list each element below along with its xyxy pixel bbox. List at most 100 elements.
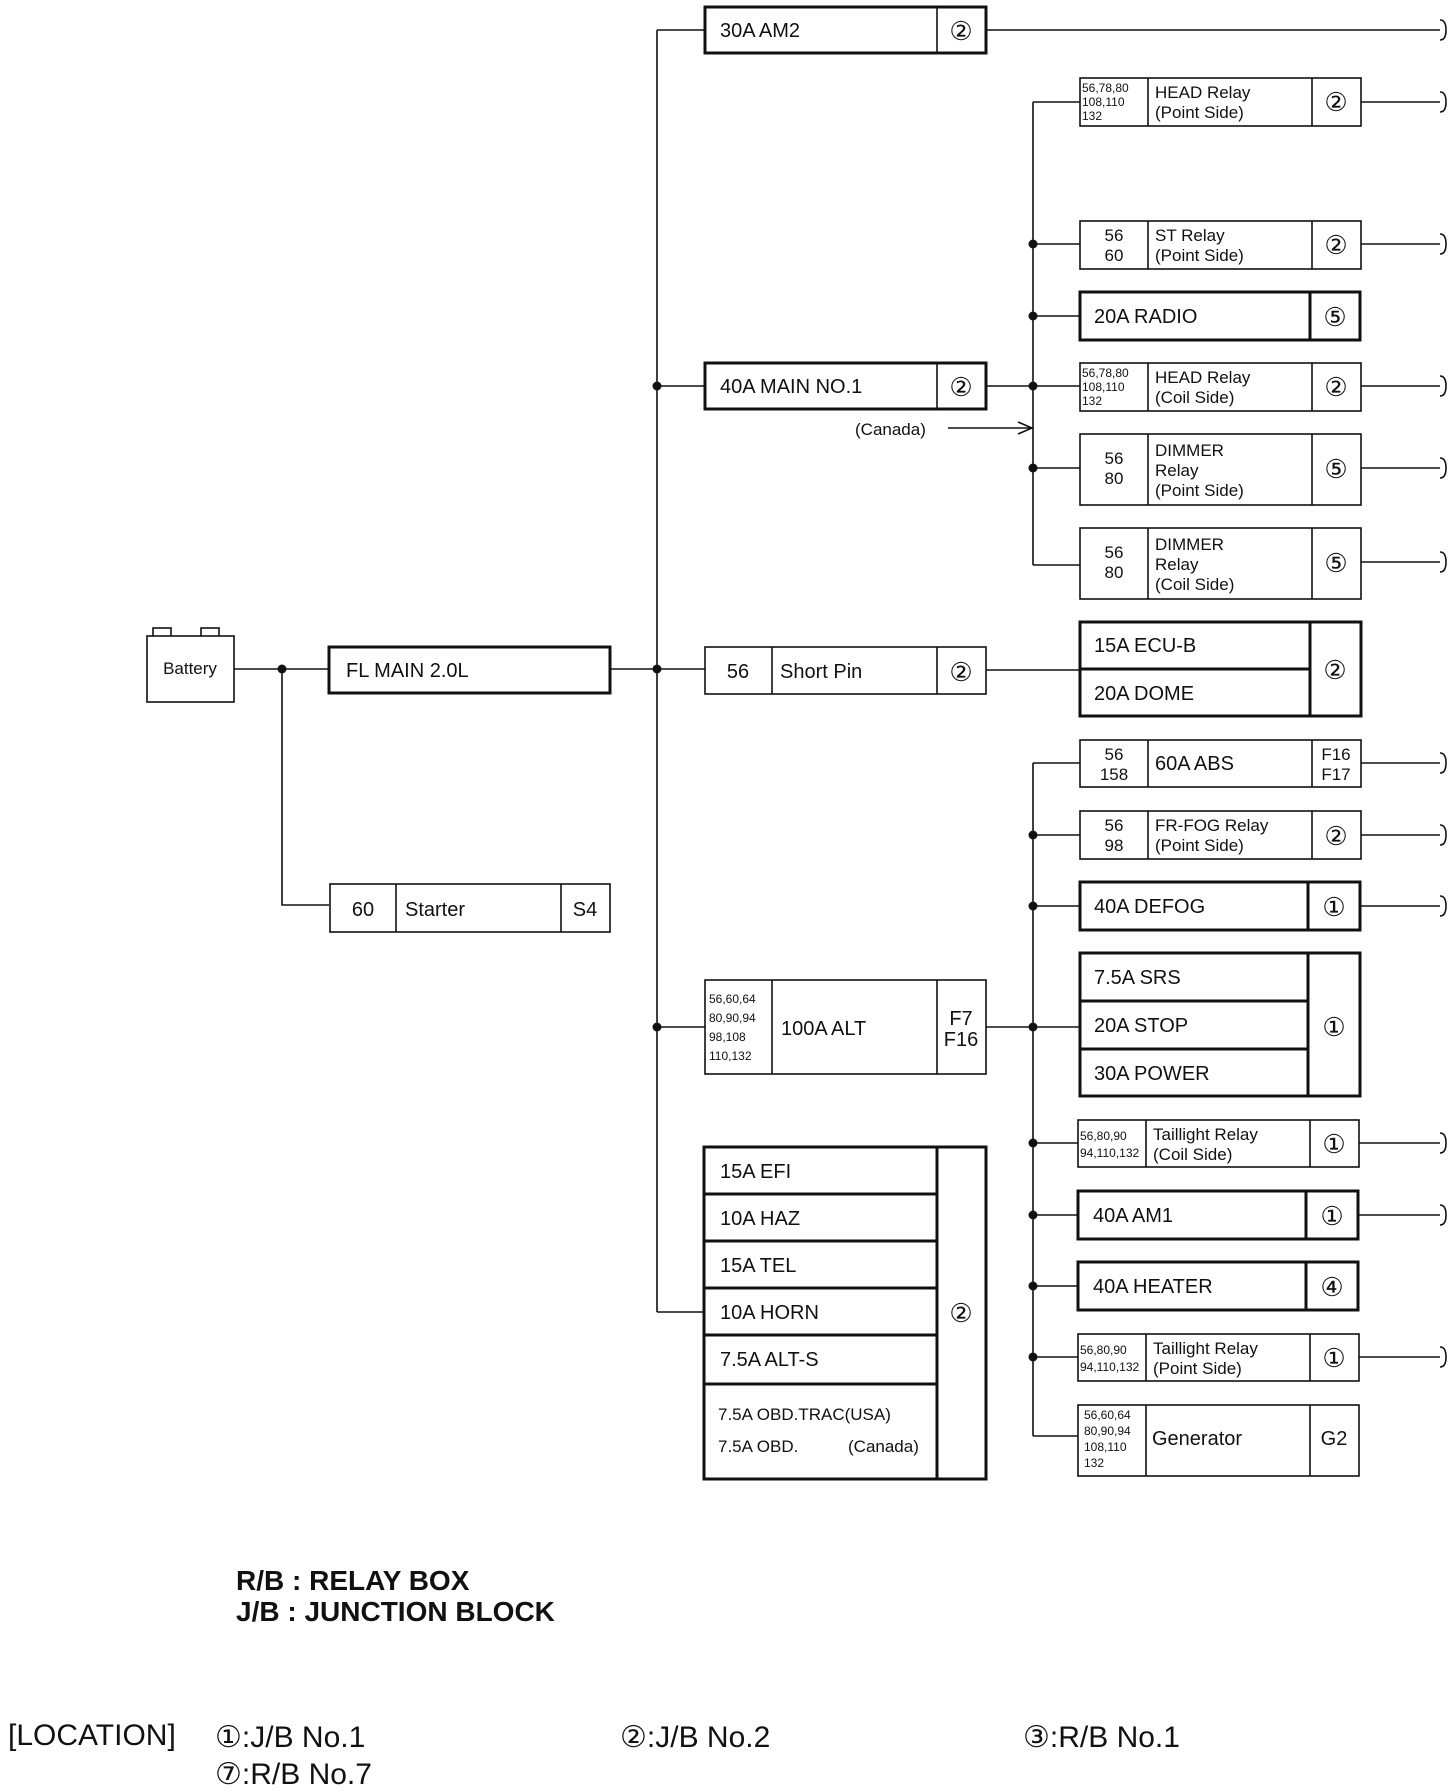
head-relay-point-location: ② xyxy=(1324,87,1347,117)
short-pin-code: 56 xyxy=(727,661,749,683)
continuation-marks xyxy=(1439,19,1447,1368)
head-relay-coil-box: 56,78,80 108,110 132 HEAD Relay (Coil Si… xyxy=(1079,362,1362,412)
head-relay-point-codes-1: 56,78,80 xyxy=(1082,81,1129,95)
location-rb1: ③:R/B No.1 xyxy=(1023,1721,1180,1754)
dimmer-relay-coil-code-1: 56 xyxy=(1105,543,1124,562)
taillight-point-codes-2: 94,110,132 xyxy=(1080,1360,1139,1374)
st-relay-label-1: ST Relay xyxy=(1155,226,1225,245)
fr-fog-code-2: 98 xyxy=(1105,836,1124,855)
fr-fog-code-1: 56 xyxy=(1105,816,1124,835)
efi-fuse-label: 15A EFI xyxy=(720,1161,791,1183)
dimmer-relay-coil-label-2: Relay xyxy=(1155,555,1199,574)
battery-label: Battery xyxy=(163,659,217,678)
abs-code-1: 56 xyxy=(1105,745,1124,764)
fr-fog-location: ② xyxy=(1324,821,1347,851)
generator-connector: G2 xyxy=(1321,1428,1348,1450)
fl-main-fuse: FL MAIN 2.0L xyxy=(327,645,612,695)
alt-fuse: 56,60,64 80,90,94 98,108 110,132 100A AL… xyxy=(704,979,987,1075)
tel-fuse-label: 15A TEL xyxy=(720,1255,796,1277)
fr-fog-relay-box: 56 98 FR-FOG Relay (Point Side) ② xyxy=(1079,810,1362,860)
am1-location: ① xyxy=(1320,1201,1343,1231)
alt-connector-1: F7 xyxy=(949,1008,972,1030)
ecu-b-fuse-label: 15A ECU-B xyxy=(1094,635,1196,657)
dimmer-relay-point-location: ⑤ xyxy=(1324,454,1347,484)
short-pin-location: ② xyxy=(949,657,972,687)
generator-codes-2: 80,90,94 xyxy=(1084,1424,1131,1438)
head-relay-point-codes-3: 132 xyxy=(1082,109,1102,123)
battery: Battery xyxy=(146,627,235,703)
obd-canada-note: (Canada) xyxy=(848,1437,919,1456)
am2-fuse: 30A AM2 ② xyxy=(703,5,988,55)
alt-codes-1: 56,60,64 xyxy=(709,992,756,1006)
head-relay-coil-codes-3: 132 xyxy=(1082,394,1102,408)
alt-codes-4: 110,132 xyxy=(709,1049,752,1063)
main1-location: ② xyxy=(949,372,972,402)
alt-label: 100A ALT xyxy=(781,1018,866,1040)
generator-codes-4: 132 xyxy=(1084,1456,1104,1470)
taillight-point-codes-1: 56,80,90 xyxy=(1080,1343,1127,1357)
taillight-coil-label-2: (Coil Side) xyxy=(1153,1145,1232,1164)
alt-codes-3: 98,108 xyxy=(709,1030,746,1044)
short-pin-box: 56 Short Pin ② xyxy=(704,646,987,695)
generator-codes-3: 108,110 xyxy=(1084,1440,1127,1454)
dimmer-relay-point-box: 56 80 DIMMER Relay (Point Side) ⑤ xyxy=(1079,433,1362,506)
srs-fuse-label: 7.5A SRS xyxy=(1094,967,1181,989)
abs-code-2: 158 xyxy=(1100,765,1128,784)
heater-fuse: 40A HEATER ④ xyxy=(1076,1260,1360,1312)
head-relay-point-codes-2: 108,110 xyxy=(1082,95,1125,109)
jb2-group-location: ② xyxy=(949,1298,972,1328)
power-fuse-label: 30A POWER xyxy=(1094,1063,1210,1085)
radio-label: 20A RADIO xyxy=(1094,306,1197,328)
legend-relay-box: R/B : RELAY BOX xyxy=(236,1565,470,1596)
am2-label: 30A AM2 xyxy=(720,20,800,42)
dimmer-relay-point-label-1: DIMMER xyxy=(1155,441,1224,460)
generator-label: Generator xyxy=(1152,1428,1242,1450)
alt-codes-2: 80,90,94 xyxy=(709,1011,756,1025)
generator-box: 56,60,64 80,90,94 108,110 132 Generator … xyxy=(1077,1404,1360,1477)
dimmer-relay-coil-label-3: (Coil Side) xyxy=(1155,575,1234,594)
dimmer-relay-point-label-2: Relay xyxy=(1155,461,1199,480)
taillight-relay-coil-box: 56,80,90 94,110,132 Taillight Relay (Coi… xyxy=(1077,1119,1360,1168)
am1-label: 40A AM1 xyxy=(1093,1205,1173,1227)
taillight-point-label-1: Taillight Relay xyxy=(1153,1339,1258,1358)
short-pin-label: Short Pin xyxy=(780,661,862,683)
dimmer-relay-coil-code-2: 80 xyxy=(1105,563,1124,582)
stop-fuse-label: 20A STOP xyxy=(1094,1015,1188,1037)
am2-location: ② xyxy=(949,16,972,46)
starter-box: 60 Starter S4 xyxy=(329,883,611,933)
taillight-point-label-2: (Point Side) xyxy=(1153,1359,1242,1378)
head-relay-coil-location: ② xyxy=(1324,372,1347,402)
location-rb7: ⑦:R/B No.7 xyxy=(215,1758,372,1790)
head-relay-coil-label-1: HEAD Relay xyxy=(1155,368,1251,387)
canada-note: (Canada) xyxy=(855,420,926,439)
alt-connector-2: F16 xyxy=(944,1029,978,1051)
horn-fuse-label: 10A HORN xyxy=(720,1302,819,1324)
dimmer-relay-point-label-3: (Point Side) xyxy=(1155,481,1244,500)
st-relay-code-2: 60 xyxy=(1105,246,1124,265)
starter-label: Starter xyxy=(405,899,465,921)
head-relay-coil-codes-2: 108,110 xyxy=(1082,380,1125,394)
obd-trac-label: 7.5A OBD.TRAC(USA) xyxy=(718,1405,891,1424)
dome-fuse-label: 20A DOME xyxy=(1094,683,1194,705)
abs-label: 60A ABS xyxy=(1155,753,1234,775)
starter-code: 60 xyxy=(352,899,374,921)
head-relay-point-box: 56,78,80 108,110 132 HEAD Relay (Point S… xyxy=(1079,77,1362,127)
defog-location: ① xyxy=(1322,892,1345,922)
heater-location: ④ xyxy=(1320,1272,1343,1302)
defog-fuse: 40A DEFOG ① xyxy=(1078,880,1362,932)
dimmer-relay-coil-label-1: DIMMER xyxy=(1155,535,1224,554)
radio-location: ⑤ xyxy=(1323,302,1346,332)
dimmer-relay-point-code-2: 80 xyxy=(1105,469,1124,488)
abs-connector-2: F17 xyxy=(1321,765,1350,784)
dimmer-relay-point-code-1: 56 xyxy=(1105,449,1124,468)
head-relay-coil-label-2: (Coil Side) xyxy=(1155,388,1234,407)
taillight-point-location: ① xyxy=(1322,1343,1345,1373)
main1-label: 40A MAIN NO.1 xyxy=(720,376,862,398)
main1-fuse: 40A MAIN NO.1 ② xyxy=(703,361,988,411)
taillight-relay-point-box: 56,80,90 94,110,132 Taillight Relay (Poi… xyxy=(1077,1333,1360,1382)
head-relay-point-label-2: (Point Side) xyxy=(1155,103,1244,122)
alt-s-fuse-label: 7.5A ALT-S xyxy=(720,1349,819,1371)
jb2-fuse-group: 15A EFI 10A HAZ 15A TEL 10A HORN 7.5A AL… xyxy=(702,1145,988,1481)
st-relay-location: ② xyxy=(1324,230,1347,260)
